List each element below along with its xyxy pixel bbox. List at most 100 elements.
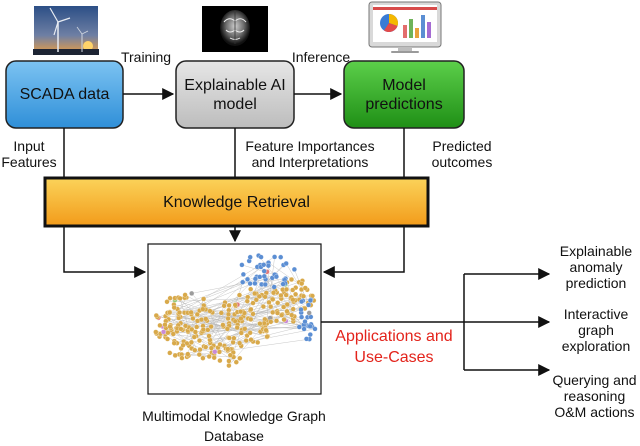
graph-node (162, 322, 168, 328)
graph-node (203, 344, 209, 350)
graph-node (291, 266, 297, 272)
graph-node (261, 268, 267, 274)
graph-node (153, 329, 159, 335)
graph-edge (227, 336, 268, 350)
graph-node (306, 310, 312, 316)
graph-node (279, 312, 285, 318)
graph-node (205, 327, 211, 333)
graph-edge (167, 278, 256, 314)
scada-box: SCADA data (6, 61, 123, 128)
graph-edge (179, 274, 275, 314)
graph-edge (165, 316, 302, 318)
graph-node (220, 322, 226, 328)
graph-node (265, 263, 271, 269)
graph-node (203, 316, 209, 322)
graph-node (301, 326, 307, 332)
graph-node (272, 254, 278, 260)
graph-node (172, 352, 178, 358)
graph-node (233, 359, 239, 365)
brain-scan-icon (202, 6, 268, 52)
graph-node (217, 341, 223, 348)
graph-node (284, 301, 290, 308)
graph-node (307, 323, 313, 329)
graph-node (167, 295, 173, 301)
graph-node (211, 355, 217, 361)
predictions-box: Model predictions (356, 61, 452, 128)
xai-label: Explainable AI model (184, 76, 286, 113)
graph-node (281, 317, 287, 323)
graph-node (221, 303, 227, 309)
graph-node (179, 355, 185, 361)
graph-node (189, 326, 195, 332)
graph-node (290, 306, 296, 312)
graph-node (252, 280, 258, 286)
graph-node (232, 302, 238, 308)
graph-node (253, 297, 259, 303)
graph-node (200, 355, 206, 361)
graph-edge (248, 301, 302, 319)
retrieval-label: Knowledge Retrieval (163, 193, 310, 211)
graph-node (226, 335, 232, 341)
graph-node (238, 309, 244, 315)
graph-node (177, 295, 183, 301)
graph-node (180, 342, 186, 348)
graph-node (206, 353, 212, 360)
graph-node (299, 314, 305, 320)
graph-node (250, 311, 256, 317)
graph-node (281, 304, 287, 310)
graph-node (160, 329, 167, 335)
database-caption: Multimodal Knowledge Graph Database (142, 408, 326, 444)
graph-node (225, 346, 231, 352)
graph-node (248, 286, 254, 292)
graph-node (302, 319, 308, 325)
graph-edge (160, 326, 300, 334)
graph-node (208, 345, 214, 351)
graph-node (217, 358, 223, 364)
graph-node (194, 324, 200, 330)
graph-node (264, 334, 270, 340)
graph-node (164, 299, 170, 305)
graph-node (170, 331, 176, 337)
graph-node (226, 363, 232, 369)
graph-node (197, 347, 203, 353)
feature-importances-label: Feature Importances and Interpretations (245, 138, 375, 170)
graph-node (261, 273, 267, 279)
graph-node (231, 335, 237, 341)
graph-node (218, 310, 224, 316)
graph-node (263, 327, 269, 333)
graph-node (171, 305, 177, 311)
graph-node (198, 317, 204, 323)
graph-node (208, 324, 214, 330)
graph-node (278, 254, 284, 260)
graph-node (252, 290, 258, 297)
graph-node (190, 315, 196, 322)
monitor-dashboard-icon (368, 1, 442, 53)
retrieval-bar-shape (43, 176, 430, 228)
graph-node (188, 339, 194, 345)
graph-node (182, 292, 188, 298)
graph-node (248, 306, 254, 312)
input-features-label: Input Features (1, 138, 57, 170)
graph-node (257, 321, 263, 327)
scada-label: SCADA data (19, 86, 110, 103)
right-to-db-arrow (322, 226, 405, 278)
graph-node (153, 312, 159, 319)
graph-node (227, 352, 233, 358)
graph-node (165, 330, 171, 336)
graph-node (270, 296, 276, 302)
graph-node (226, 358, 232, 364)
inference-label: Inference (291, 49, 351, 65)
graph-node (274, 310, 281, 316)
graph-node (258, 254, 264, 260)
graph-node (238, 330, 244, 336)
left-to-db-arrow (63, 226, 147, 278)
graph-edge (212, 266, 262, 313)
graph-node (247, 330, 253, 336)
graph-node (232, 318, 238, 324)
graph-node (275, 300, 281, 306)
graph-node (312, 326, 318, 332)
use-case-querying: Querying and reasoning O&M actions (552, 372, 637, 420)
graph-node (196, 352, 202, 358)
knowledge-graph-image (147, 243, 322, 395)
